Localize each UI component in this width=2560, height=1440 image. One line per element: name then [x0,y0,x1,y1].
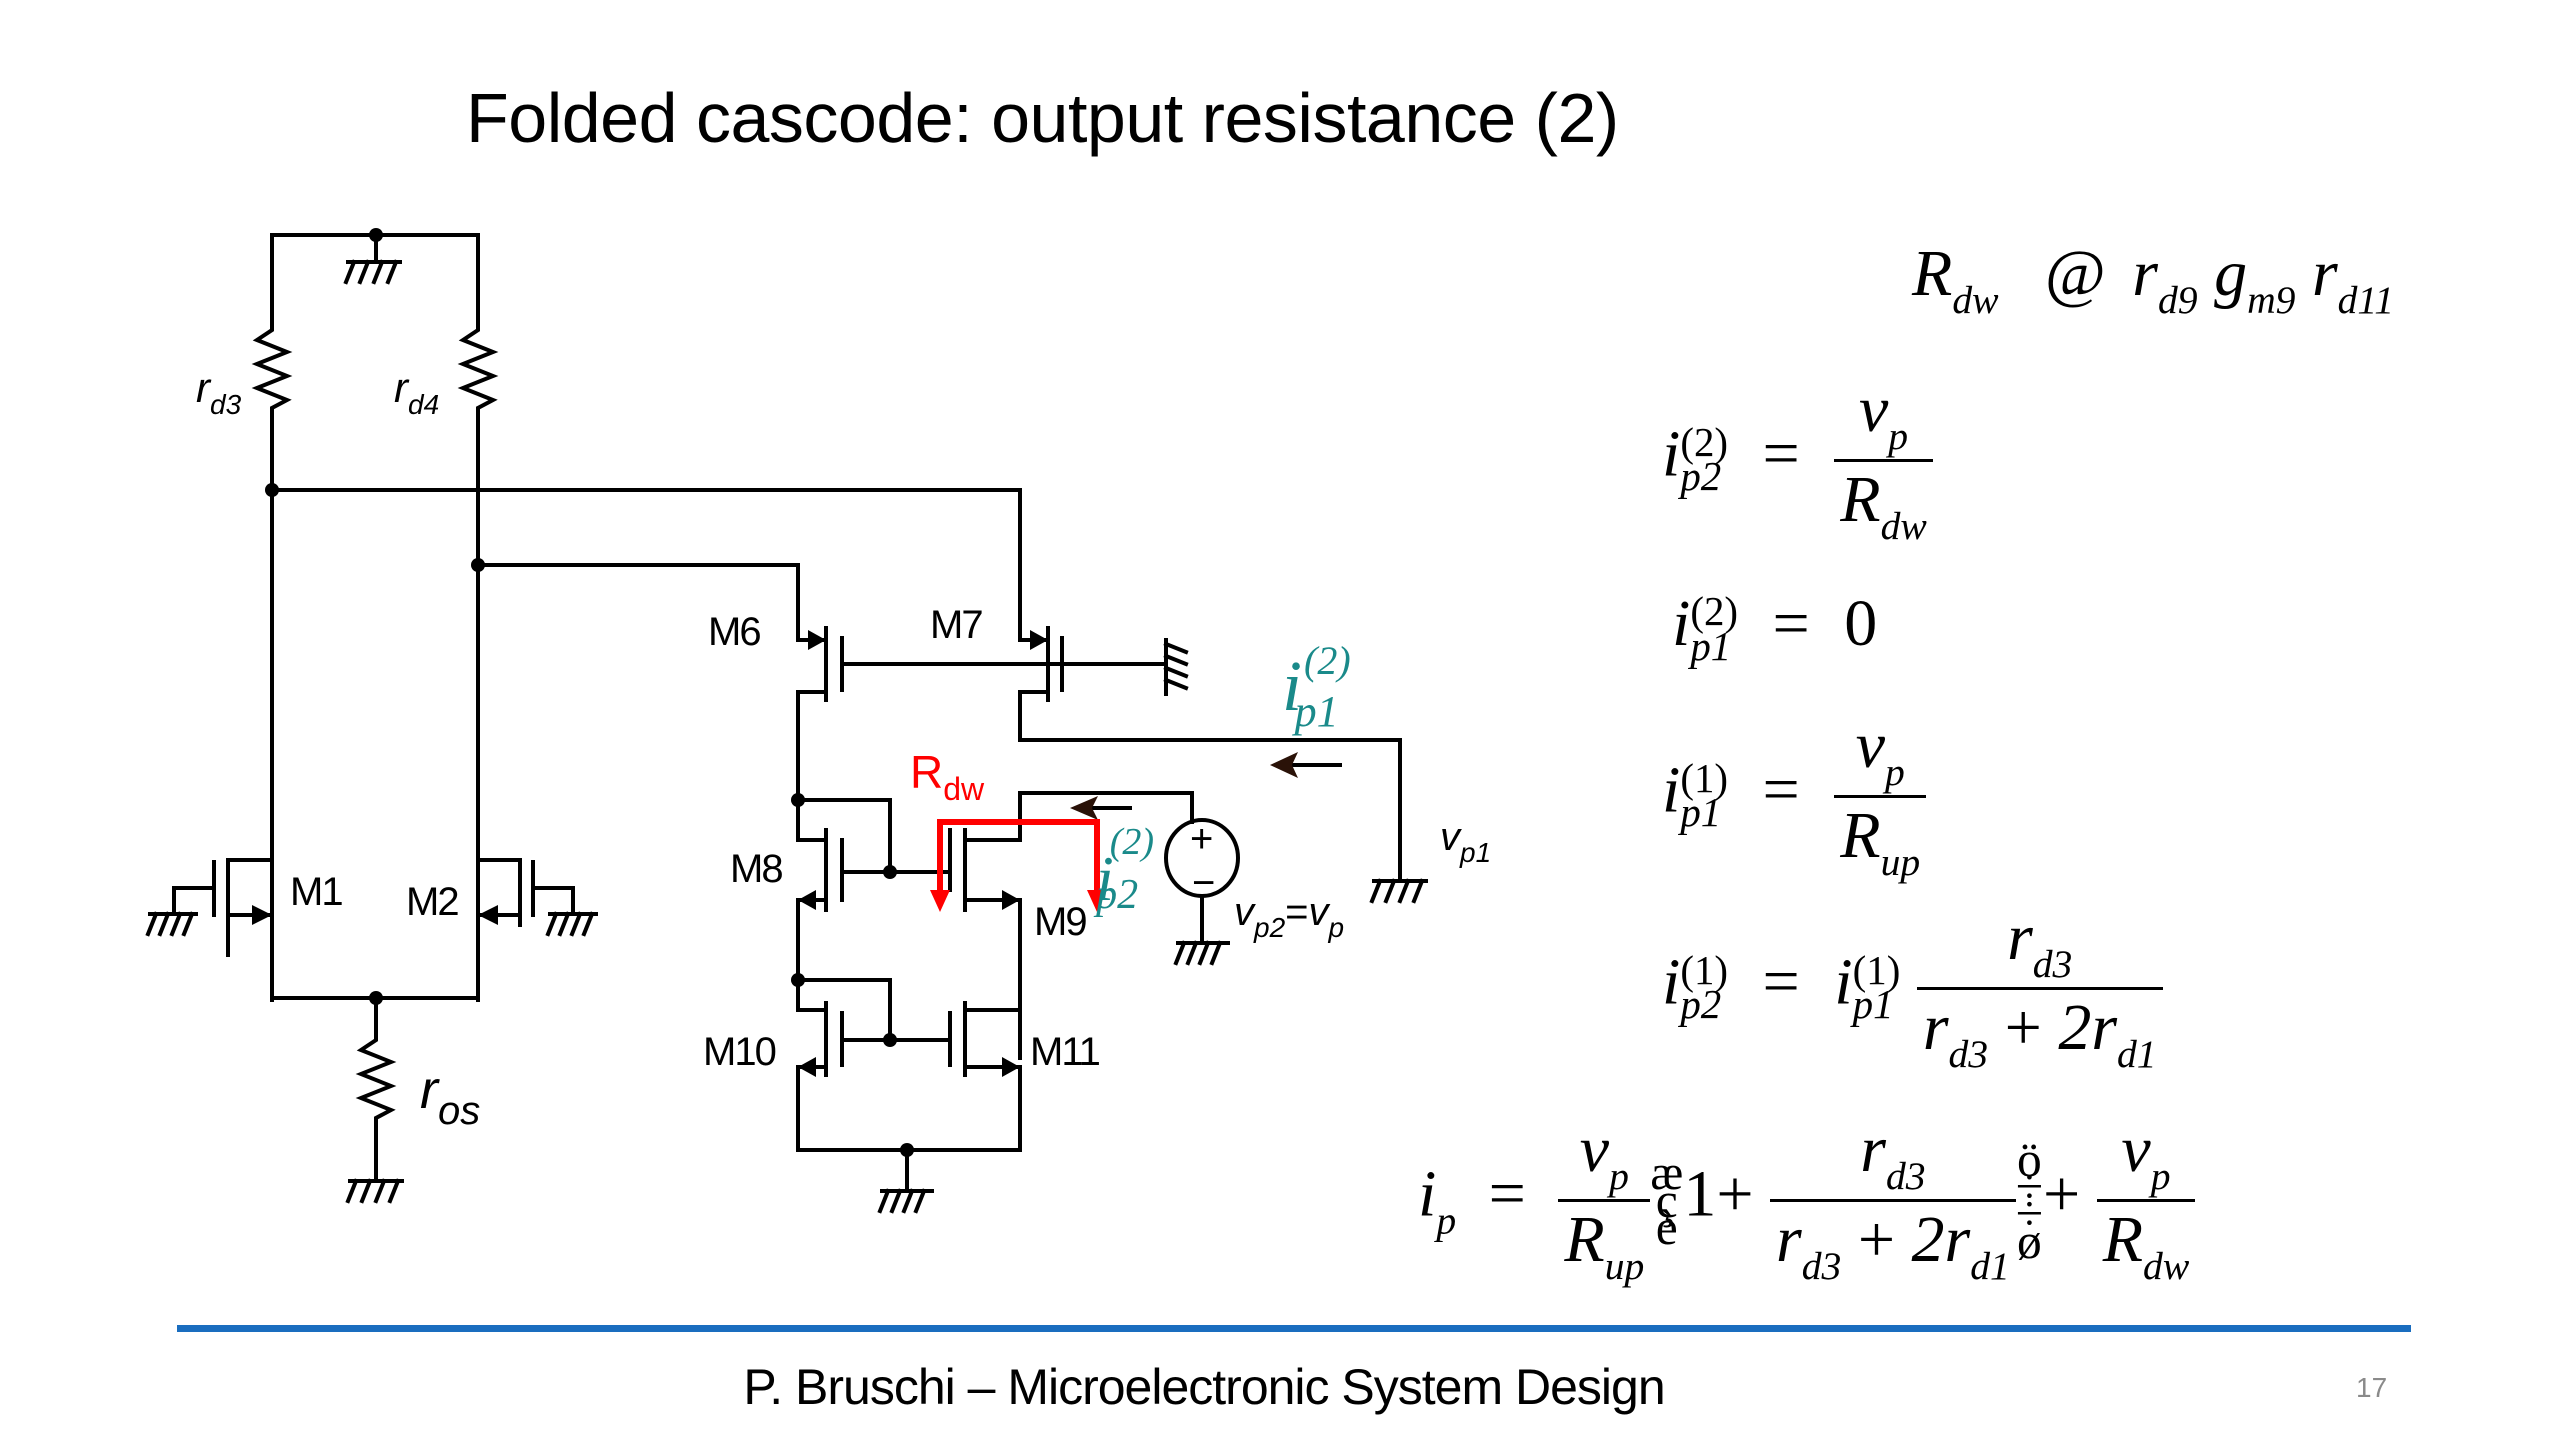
top-ground-rail [270,228,480,322]
m11-label: M11 [1030,1030,1100,1074]
transistor-m8 [796,798,892,982]
m6-label: M6 [708,610,760,654]
ground-icon [545,911,598,937]
transistor-m1 [145,858,274,1000]
equation-ip1-2: i(2)p1 = 0 [1672,587,1878,669]
resistor-ros [345,996,404,1204]
m1-label: M1 [290,870,342,914]
m8-label: M8 [730,847,782,891]
ground-icon [1163,638,1189,696]
resistor-rd4 [457,318,499,1002]
ip2-current-label: i(2)p2 [1093,821,1154,918]
current-arrow-ip2 [1070,796,1132,820]
footer-divider [177,1325,2411,1332]
page-number: 17 [2356,1372,2388,1403]
current-arrow-ip1 [1270,752,1342,778]
rdw-highlight-path [930,819,1107,912]
resistor-rd3 [251,318,293,1002]
m9-label: M9 [1034,900,1086,944]
equation-rdw-approx: Rdw @ rd9 gm9 rd11 [1912,237,2395,322]
footer: P. Bruschi – Microelectronic System Desi… [0,1358,2560,1416]
vp2-label: vp2=vp [1234,890,1344,943]
ground-icon [877,1188,934,1214]
rdw-label: Rdw [910,746,985,807]
m10-label: M10 [703,1030,776,1074]
m2-label: M2 [406,880,458,924]
ground-icon [1173,940,1230,966]
source-plus: + [1190,817,1212,861]
slide-title: Folded cascode: output resistance (2) [466,79,1619,157]
transistor-m2 [476,858,598,1000]
m7-label: M7 [930,603,982,647]
rd4-label: rd4 [394,364,439,420]
ground-icon [145,911,198,937]
vp1-label: vp1 [1440,815,1491,868]
transistor-m11 [948,1001,1022,1077]
ground-icon [1369,878,1428,904]
ground-icon [343,259,402,285]
rd3-label: rd3 [196,364,242,420]
ground-icon [345,1178,404,1204]
transistor-m10 [796,978,1022,1152]
voltage-source-vp2 [1164,791,1240,966]
ip1-current-label: i(2)p1 [1282,638,1351,736]
close-paren-glyphs: ö÷÷ø [2015,1131,2043,1269]
ros-label: ros [420,1060,480,1133]
transistor-m6 [796,626,844,802]
footer-text: P. Bruschi – Microelectronic System Desi… [743,1359,1665,1415]
source-minus: − [1192,861,1214,905]
